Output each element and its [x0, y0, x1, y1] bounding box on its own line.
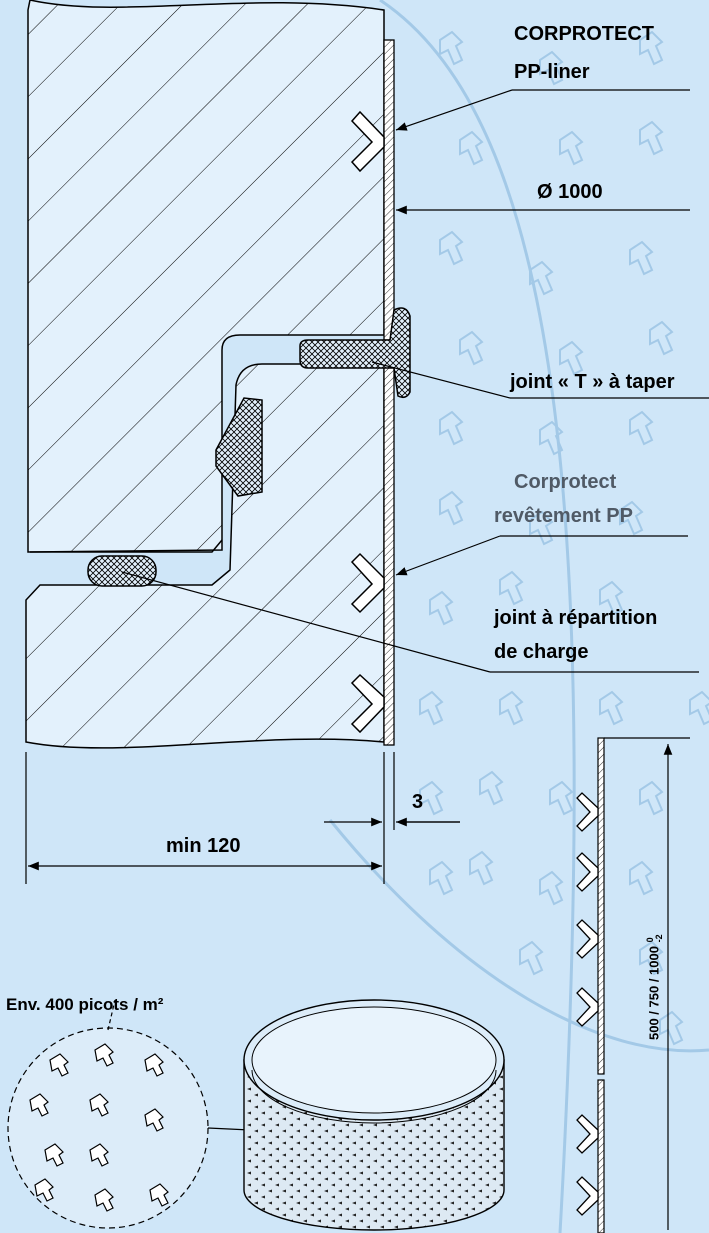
stud-density-label: Env. 400 picots / m²: [6, 995, 164, 1014]
tolerance-lower: -2: [654, 934, 664, 943]
pp-liner-lower: [383, 359, 395, 746]
stud-density-detail: [7, 999, 251, 1229]
load-distribution-joint: [87, 555, 157, 587]
cylinder-liner: [243, 999, 505, 1231]
thickness-dimension: 3: [412, 791, 424, 813]
coating-subtitle: revêtement PP: [494, 505, 633, 527]
pp-liner-upper: [383, 39, 395, 341]
height-dimension: 500 / 750 / 1000 0 -2: [645, 934, 664, 1040]
load-joint-label-line1: joint à répartition: [494, 607, 658, 629]
liner-studs: [350, 110, 385, 734]
leader-lines: [121, 89, 709, 673]
liner-title: CORPROTECT: [514, 23, 654, 45]
lower-concrete-section: [25, 363, 385, 749]
min-width-dimension: min 120: [166, 835, 241, 857]
liner-subtitle: PP-liner: [514, 61, 590, 83]
socket-seal: [215, 397, 263, 497]
height-values: 500 / 750 / 1000: [646, 946, 662, 1040]
t-joint: [299, 307, 411, 399]
load-joint-label-line2: de charge: [494, 641, 589, 663]
upper-concrete-section: [27, 0, 385, 553]
diameter-label: Ø 1000: [537, 181, 603, 203]
t-joint-label: joint « T » à taper: [510, 371, 675, 393]
liner-segment-detail: [576, 737, 690, 1233]
coating-title: Corprotect: [514, 471, 617, 493]
dimensions: [25, 752, 460, 884]
